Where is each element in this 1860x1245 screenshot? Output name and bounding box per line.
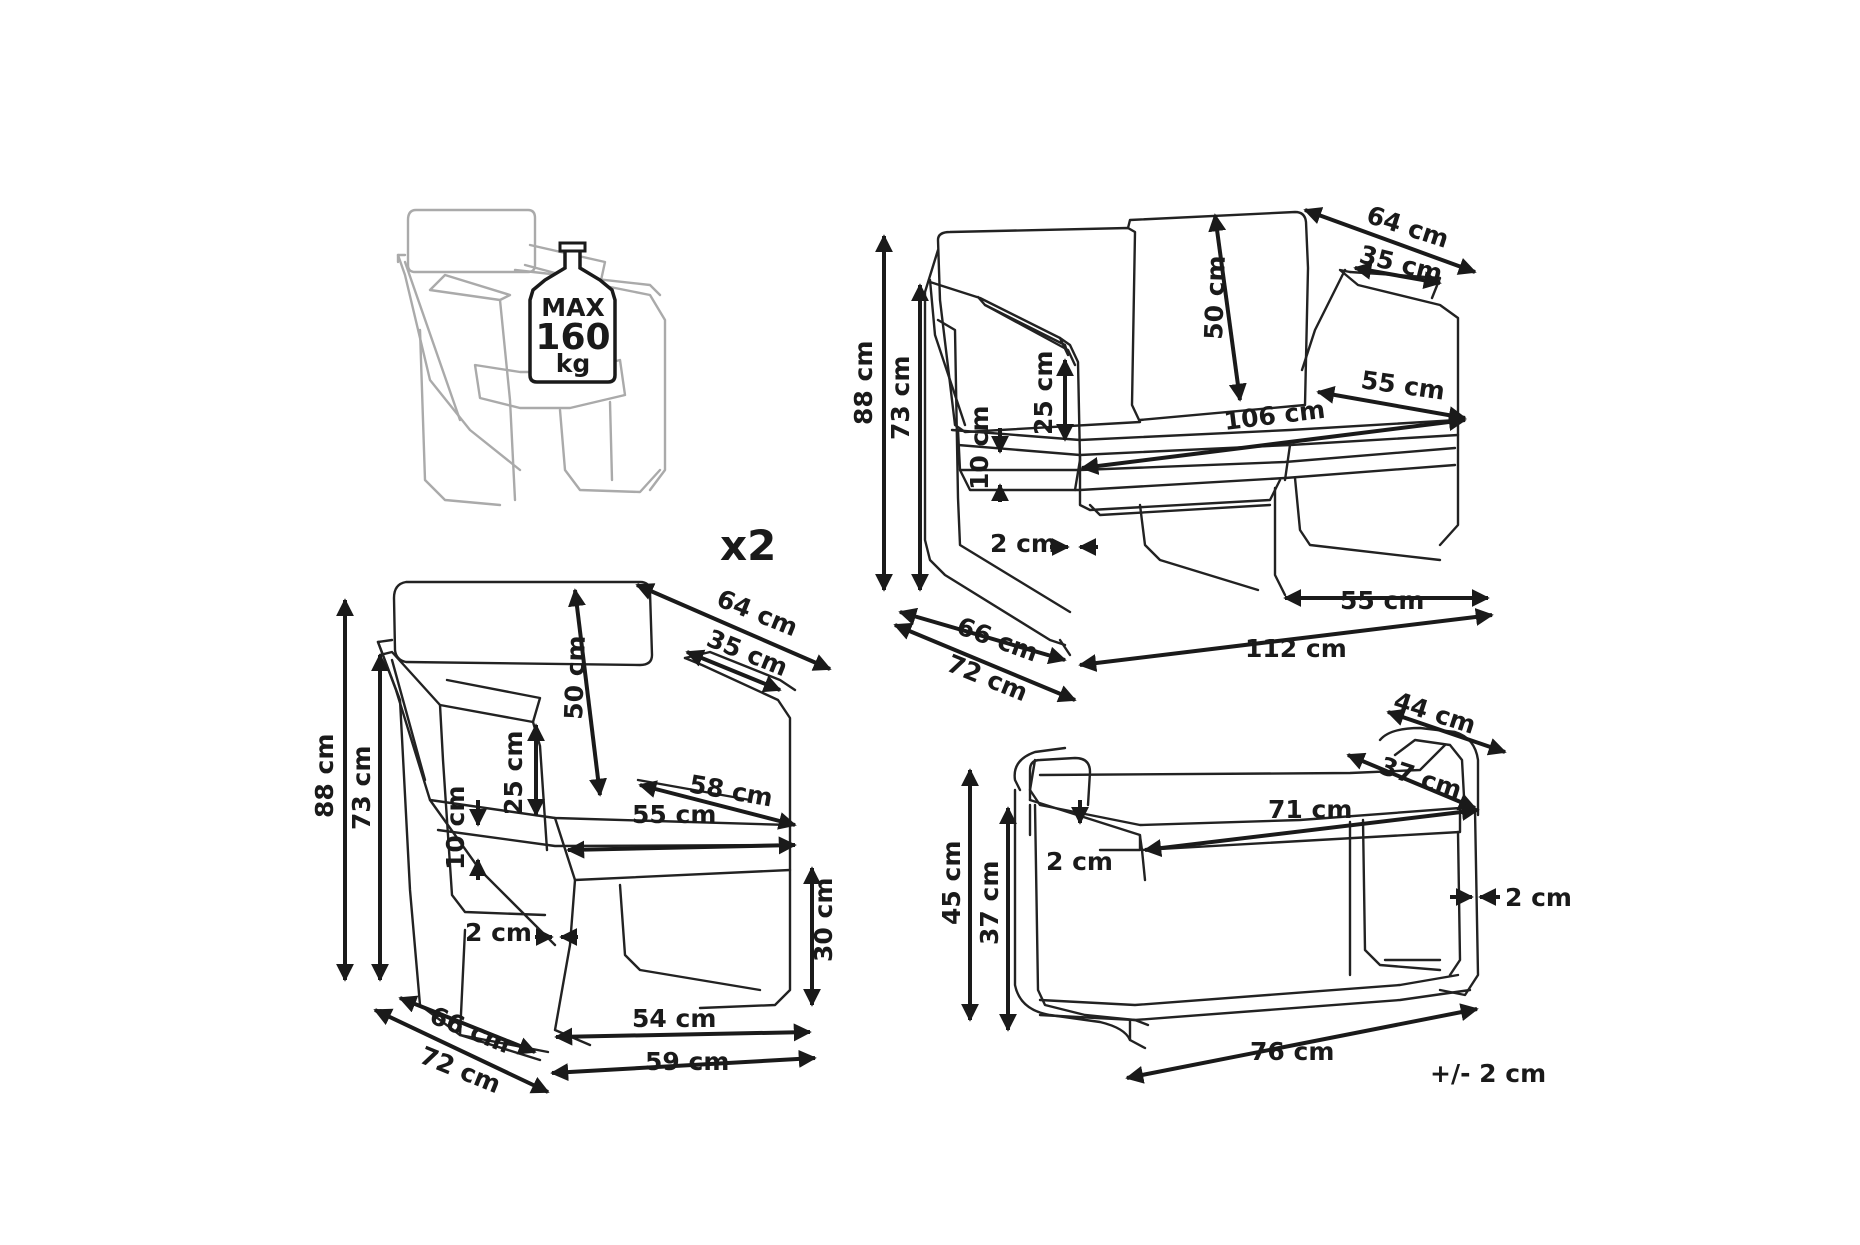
sofa-seat-width-arrow (1080, 413, 1467, 475)
armchair-height-label: 88 cm (310, 734, 339, 818)
armchair-cushion-label: 25 cm (499, 731, 528, 815)
armchair-backrest-arrow (568, 588, 607, 797)
table-gap-label: 2 cm (1505, 883, 1572, 912)
weight-unit: kg (556, 349, 591, 378)
table-height-inner-label: 37 cm (975, 861, 1004, 945)
weight-value: 160 (535, 317, 610, 358)
weight-max-label: MAX (541, 293, 605, 322)
armchair-seat-depth-arrow (638, 780, 797, 830)
quantity-label: x2 (720, 521, 776, 570)
sofa-arm-height-label: 73 cm (886, 356, 915, 440)
table-overall-width-label: 76 cm (1250, 1037, 1334, 1066)
armchair-armrest-arrow (685, 649, 782, 693)
armchair-depth-arrow (635, 583, 832, 671)
armchair-backrest-label: 50 cm (559, 635, 591, 720)
armchair-outer-depth-arrow (373, 1008, 550, 1094)
table-top-width-label: 71 cm (1268, 795, 1352, 824)
armchair-overall-width-label: 59 cm (645, 1047, 729, 1076)
table-depth-inner-label: 37 cm (1376, 751, 1465, 805)
sofa-drawing: 64 cm 35 cm 50 cm 88 cm 73 cm 25 cm 10 c… (849, 200, 1494, 707)
coffee-table-drawing: 44 cm 37 cm 71 cm 2 cm 2 cm 45 cm 37 cm … (937, 686, 1572, 1084)
table-top-thickness-label: 2 cm (1046, 847, 1113, 876)
table-depth-outer-arrow (1386, 708, 1507, 756)
sofa-armrest-arrow (1353, 261, 1442, 290)
sofa-outer-depth-arrow (893, 622, 1077, 703)
sofa-backrest-label: 50 cm (1199, 255, 1231, 340)
armchair-seat-width-arrow (566, 836, 797, 859)
table-top-width-arrow (1143, 802, 1480, 858)
sofa-backrest-arrow (1208, 213, 1247, 402)
table-depth-inner-arrow (1346, 752, 1477, 811)
sofa-cushion-label: 25 cm (1029, 351, 1058, 435)
sofa-rear-width-label: 55 cm (1340, 586, 1424, 615)
sofa-overall-width-label: 112 cm (1245, 634, 1347, 663)
table-depth-outer-label: 44 cm (1390, 686, 1479, 740)
table-overall-width-arrow (1125, 1003, 1479, 1084)
armchair-arm-height-label: 73 cm (347, 746, 376, 830)
sofa-gap-label: 2 cm (990, 529, 1057, 558)
armchair-overall-width-arrow (550, 1049, 817, 1082)
armchair-gap-label: 2 cm (465, 918, 532, 947)
tolerance-note: +/- 2 cm (1430, 1059, 1546, 1088)
armchair-front-width-label: 54 cm (632, 1004, 716, 1033)
sofa-overall-width-arrow (1078, 608, 1494, 672)
sofa-depth-arrow (1303, 207, 1477, 275)
weight-icon (528, 241, 617, 384)
armchair-seat-thickness-label: 10 cm (441, 786, 470, 870)
armchair-front-width-arrow (554, 1023, 812, 1046)
armchair-seat-floor-label: 30 cm (809, 878, 838, 962)
table-height-outer-label: 45 cm (937, 841, 966, 925)
sofa-seat-thickness-label: 10 cm (965, 406, 994, 490)
sofa-height-label: 88 cm (849, 341, 878, 425)
armchair-seat-width-label: 55 cm (632, 800, 716, 829)
armchair-drawing: 64 cm 35 cm 50 cm 88 cm 73 cm 25 cm 10 c… (310, 580, 838, 1099)
weight-capacity-chair: MAX 160 kg (396, 208, 667, 507)
